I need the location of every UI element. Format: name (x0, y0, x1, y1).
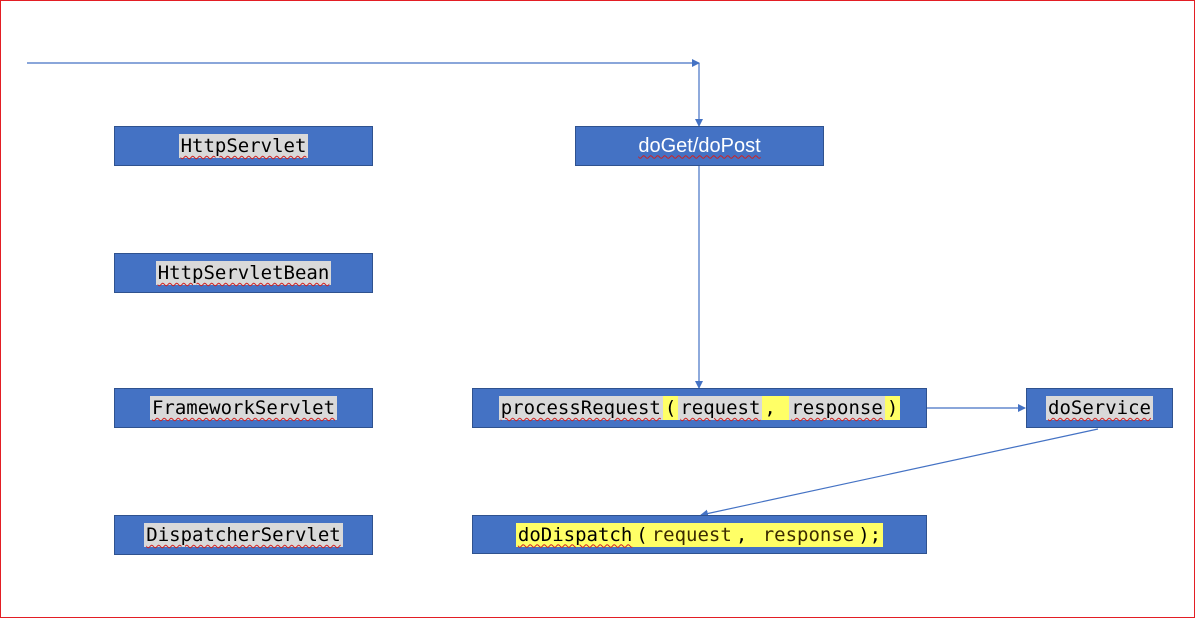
doget-dopost-box: doGet/doPost (575, 126, 824, 166)
doget-dopost-label: doGet/doPost (638, 134, 761, 157)
process-request-box: processRequest(request, response) (472, 388, 927, 428)
dispatcher-servlet-box: DispatcherServlet (114, 515, 373, 555)
do-dispatch-box: doDispatch(request, response); (472, 515, 927, 554)
do-dispatch-arg1: request (649, 522, 734, 547)
do-dispatch-name: doDispatch (515, 522, 635, 547)
do-dispatch-open-paren: ( (634, 522, 650, 547)
process-request-arg1: request (678, 396, 763, 420)
process-request-open-paren: ( (662, 396, 679, 420)
process-request-close-paren: ) (884, 396, 901, 420)
http-servlet-bean-label: HttpServletBean (155, 261, 332, 285)
process-request-comma: , (762, 396, 790, 420)
process-request-name: processRequest (498, 396, 663, 420)
do-dispatch-comma: , (733, 522, 761, 547)
http-servlet-label: HttpServlet (178, 134, 309, 158)
do-dispatch-close-paren: ); (856, 522, 884, 547)
framework-servlet-box: FrameworkServlet (114, 388, 373, 428)
doservice-to-dodispatch-arrow (700, 428, 1099, 518)
process-request-arg2: response (789, 396, 885, 420)
do-service-label: doService (1046, 396, 1153, 420)
do-service-box: doService (1026, 388, 1173, 428)
do-dispatch-arg2: response (760, 522, 857, 547)
framework-servlet-label: FrameworkServlet (149, 396, 338, 420)
do-dispatch-label: doDispatch(request, response); (515, 522, 884, 547)
process-request-label: processRequest(request, response) (498, 396, 901, 420)
dispatcher-servlet-label: DispatcherServlet (144, 523, 343, 547)
http-servlet-bean-box: HttpServletBean (114, 253, 373, 293)
http-servlet-box: HttpServlet (114, 126, 373, 166)
